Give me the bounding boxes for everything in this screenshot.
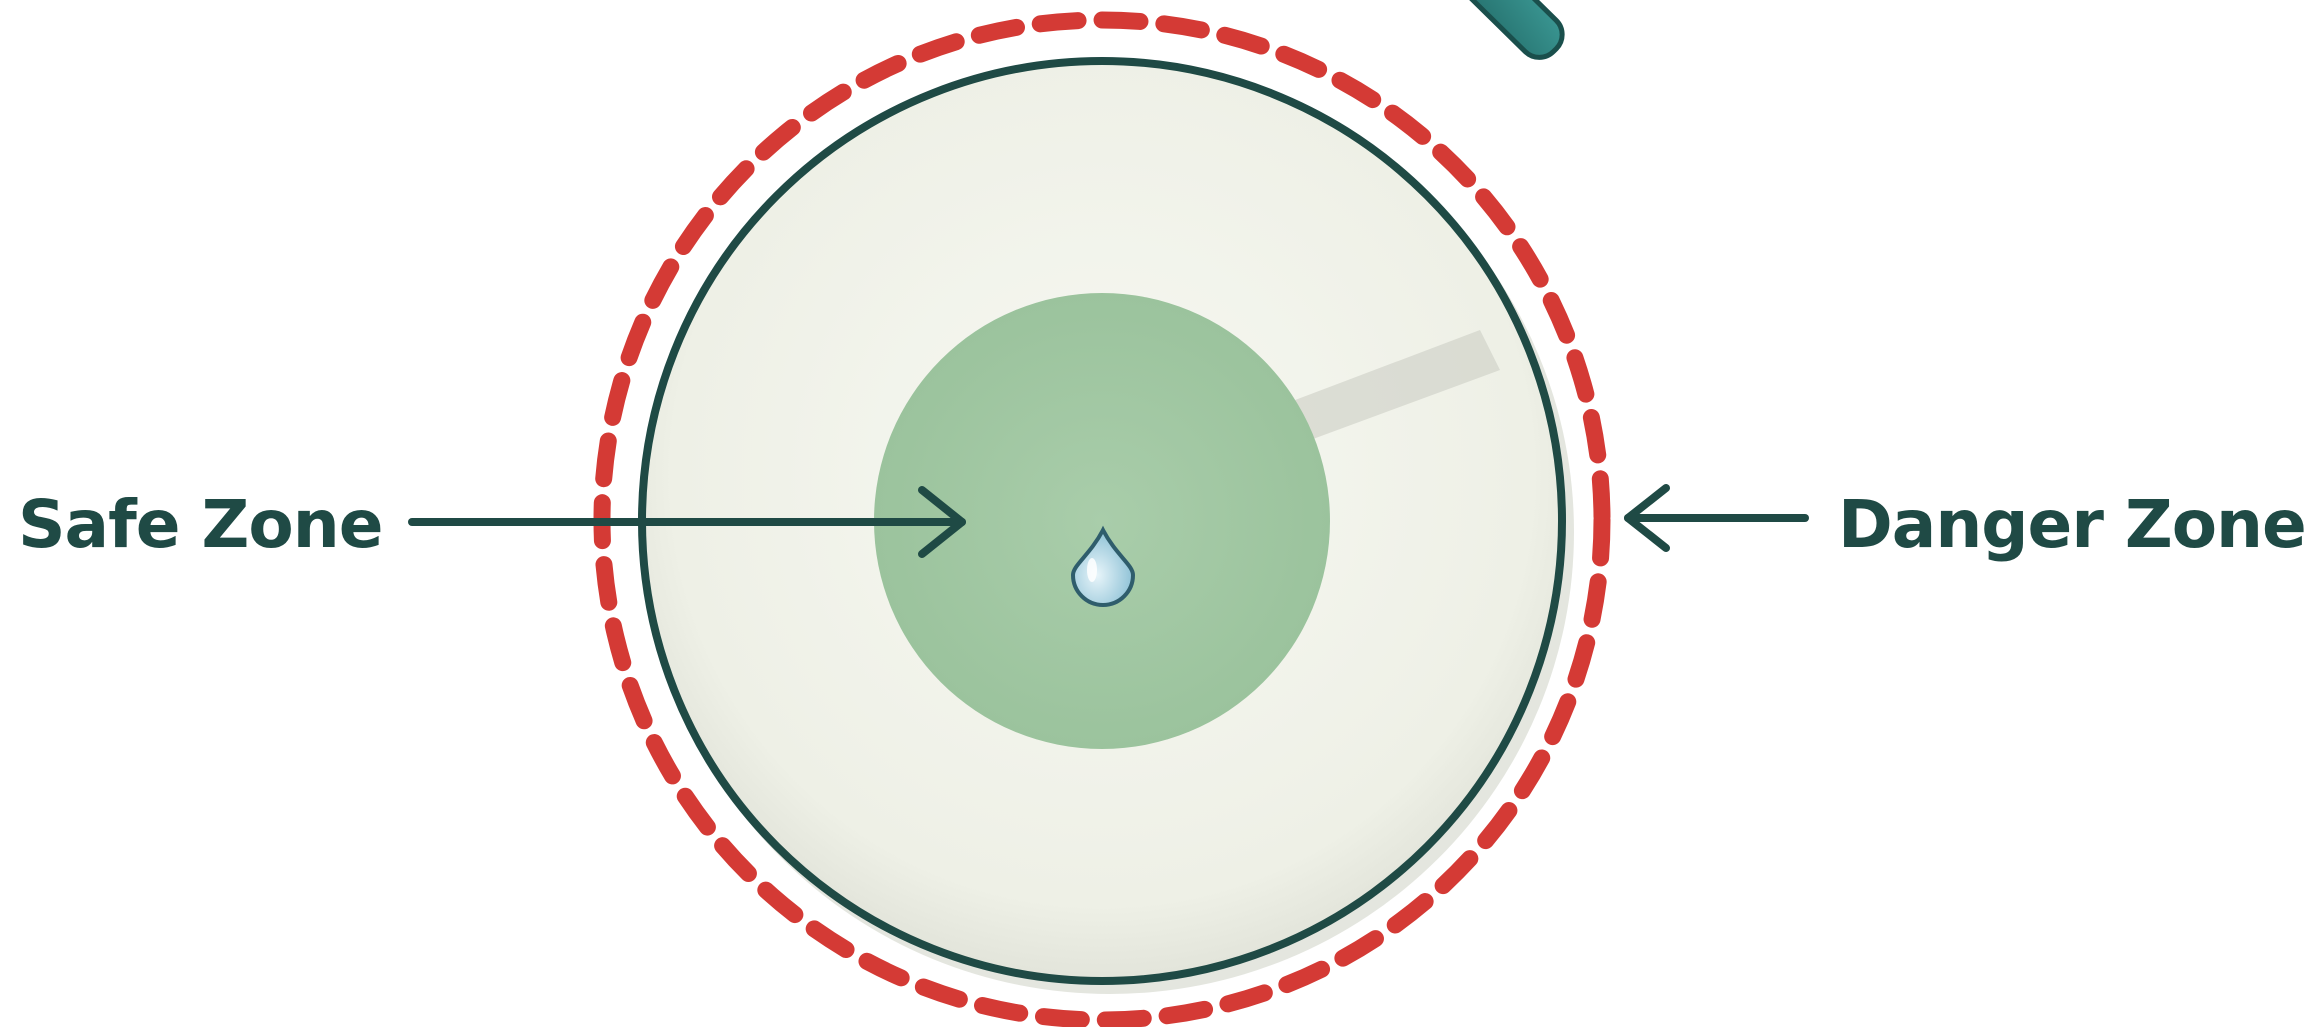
danger-zone-arrow bbox=[1628, 488, 1805, 548]
danger-zone-label: Danger Zone bbox=[1838, 486, 2306, 563]
safe-zone-label: Safe Zone bbox=[18, 486, 382, 563]
paintbrush-icon bbox=[1203, 0, 1570, 66]
water-drop-highlight bbox=[1087, 558, 1097, 582]
